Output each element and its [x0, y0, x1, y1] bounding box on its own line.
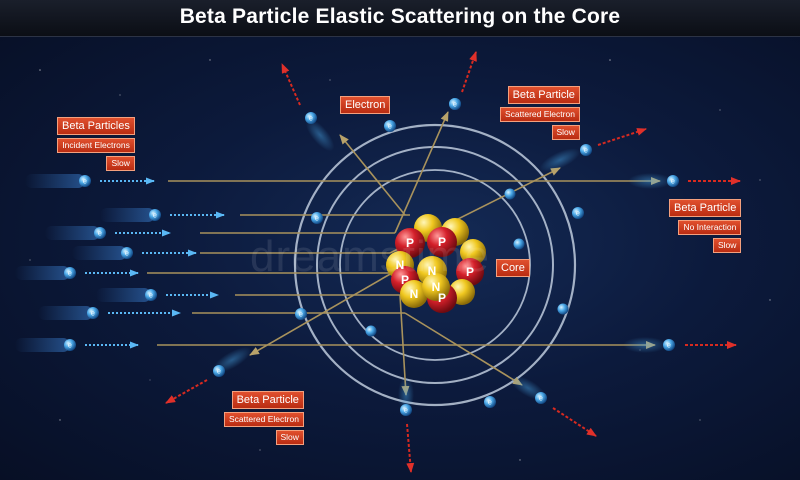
electron-icon: [514, 239, 525, 250]
electron-symbol: e: [125, 251, 129, 258]
electron-symbol: e: [584, 148, 588, 155]
electron-icon: [558, 304, 569, 315]
electron-symbol: e: [671, 179, 675, 186]
electron-symbol: e: [539, 396, 543, 403]
electron-symbol: e: [91, 311, 95, 318]
electron-symbol: e: [388, 124, 392, 131]
label-core: Core: [496, 259, 530, 280]
electron-symbol: e: [68, 343, 72, 350]
track-scatter-up-left: [340, 135, 405, 215]
electron-symbol: e: [404, 408, 408, 415]
label-title: Beta Particle: [232, 391, 304, 409]
electron-symbol: e: [315, 216, 319, 223]
electron-symbol: e: [299, 312, 303, 319]
electron-symbol: e: [153, 213, 157, 220]
label-line-2: Incident Electrons: [57, 138, 135, 153]
watermark: dreamstime: [250, 232, 490, 282]
label-title: Beta Particle: [508, 86, 580, 104]
label-incident-electrons: Beta Particles Incident Electrons Slow: [57, 117, 135, 174]
label-line-3: Slow: [276, 430, 304, 445]
label-line-2: Scattered Electron: [224, 412, 304, 427]
label-line-3: Slow: [106, 156, 134, 171]
label-line-3: Slow: [552, 125, 580, 140]
track-scatter-up: [395, 112, 448, 233]
incident-electrons: [15, 174, 224, 352]
electron-symbol: e: [309, 116, 313, 123]
electron-symbol: e: [667, 343, 671, 350]
label-line-3: Slow: [713, 238, 741, 253]
neutron-symbol: N: [432, 280, 441, 294]
electron-symbol: e: [453, 102, 457, 109]
electron-symbol: e: [217, 369, 221, 376]
label-title: Core: [496, 259, 530, 277]
label-electron: Electron: [340, 96, 390, 117]
electron-symbol: e: [68, 271, 72, 278]
electron-symbol: e: [149, 293, 153, 300]
track-scatter-down-left: [250, 273, 392, 355]
electron-symbol: e: [576, 211, 580, 218]
electron-symbol: e: [83, 179, 87, 186]
label-scattered-top: Beta Particle Scattered Electron Slow: [500, 86, 580, 143]
title-bar: Beta Particle Elastic Scattering on the …: [0, 0, 800, 37]
label-line-2: No Interaction: [678, 220, 741, 235]
label-title: Electron: [340, 96, 390, 114]
electron-symbol: e: [488, 400, 492, 407]
electron-icon: [366, 326, 377, 337]
label-title: Beta Particles: [57, 117, 135, 135]
label-no-interaction: Beta Particle No Interaction Slow: [669, 199, 741, 256]
track-scatter-down-right: [405, 313, 522, 385]
page-title: Beta Particle Elastic Scattering on the …: [0, 5, 800, 29]
label-line-2: Scattered Electron: [500, 107, 580, 122]
neutron-symbol: N: [410, 287, 419, 301]
label-scattered-bottom: Beta Particle Scattered Electron Slow: [224, 391, 304, 448]
electron-symbol: e: [98, 231, 102, 238]
electron-icon: [505, 189, 516, 200]
label-title: Beta Particle: [669, 199, 741, 217]
